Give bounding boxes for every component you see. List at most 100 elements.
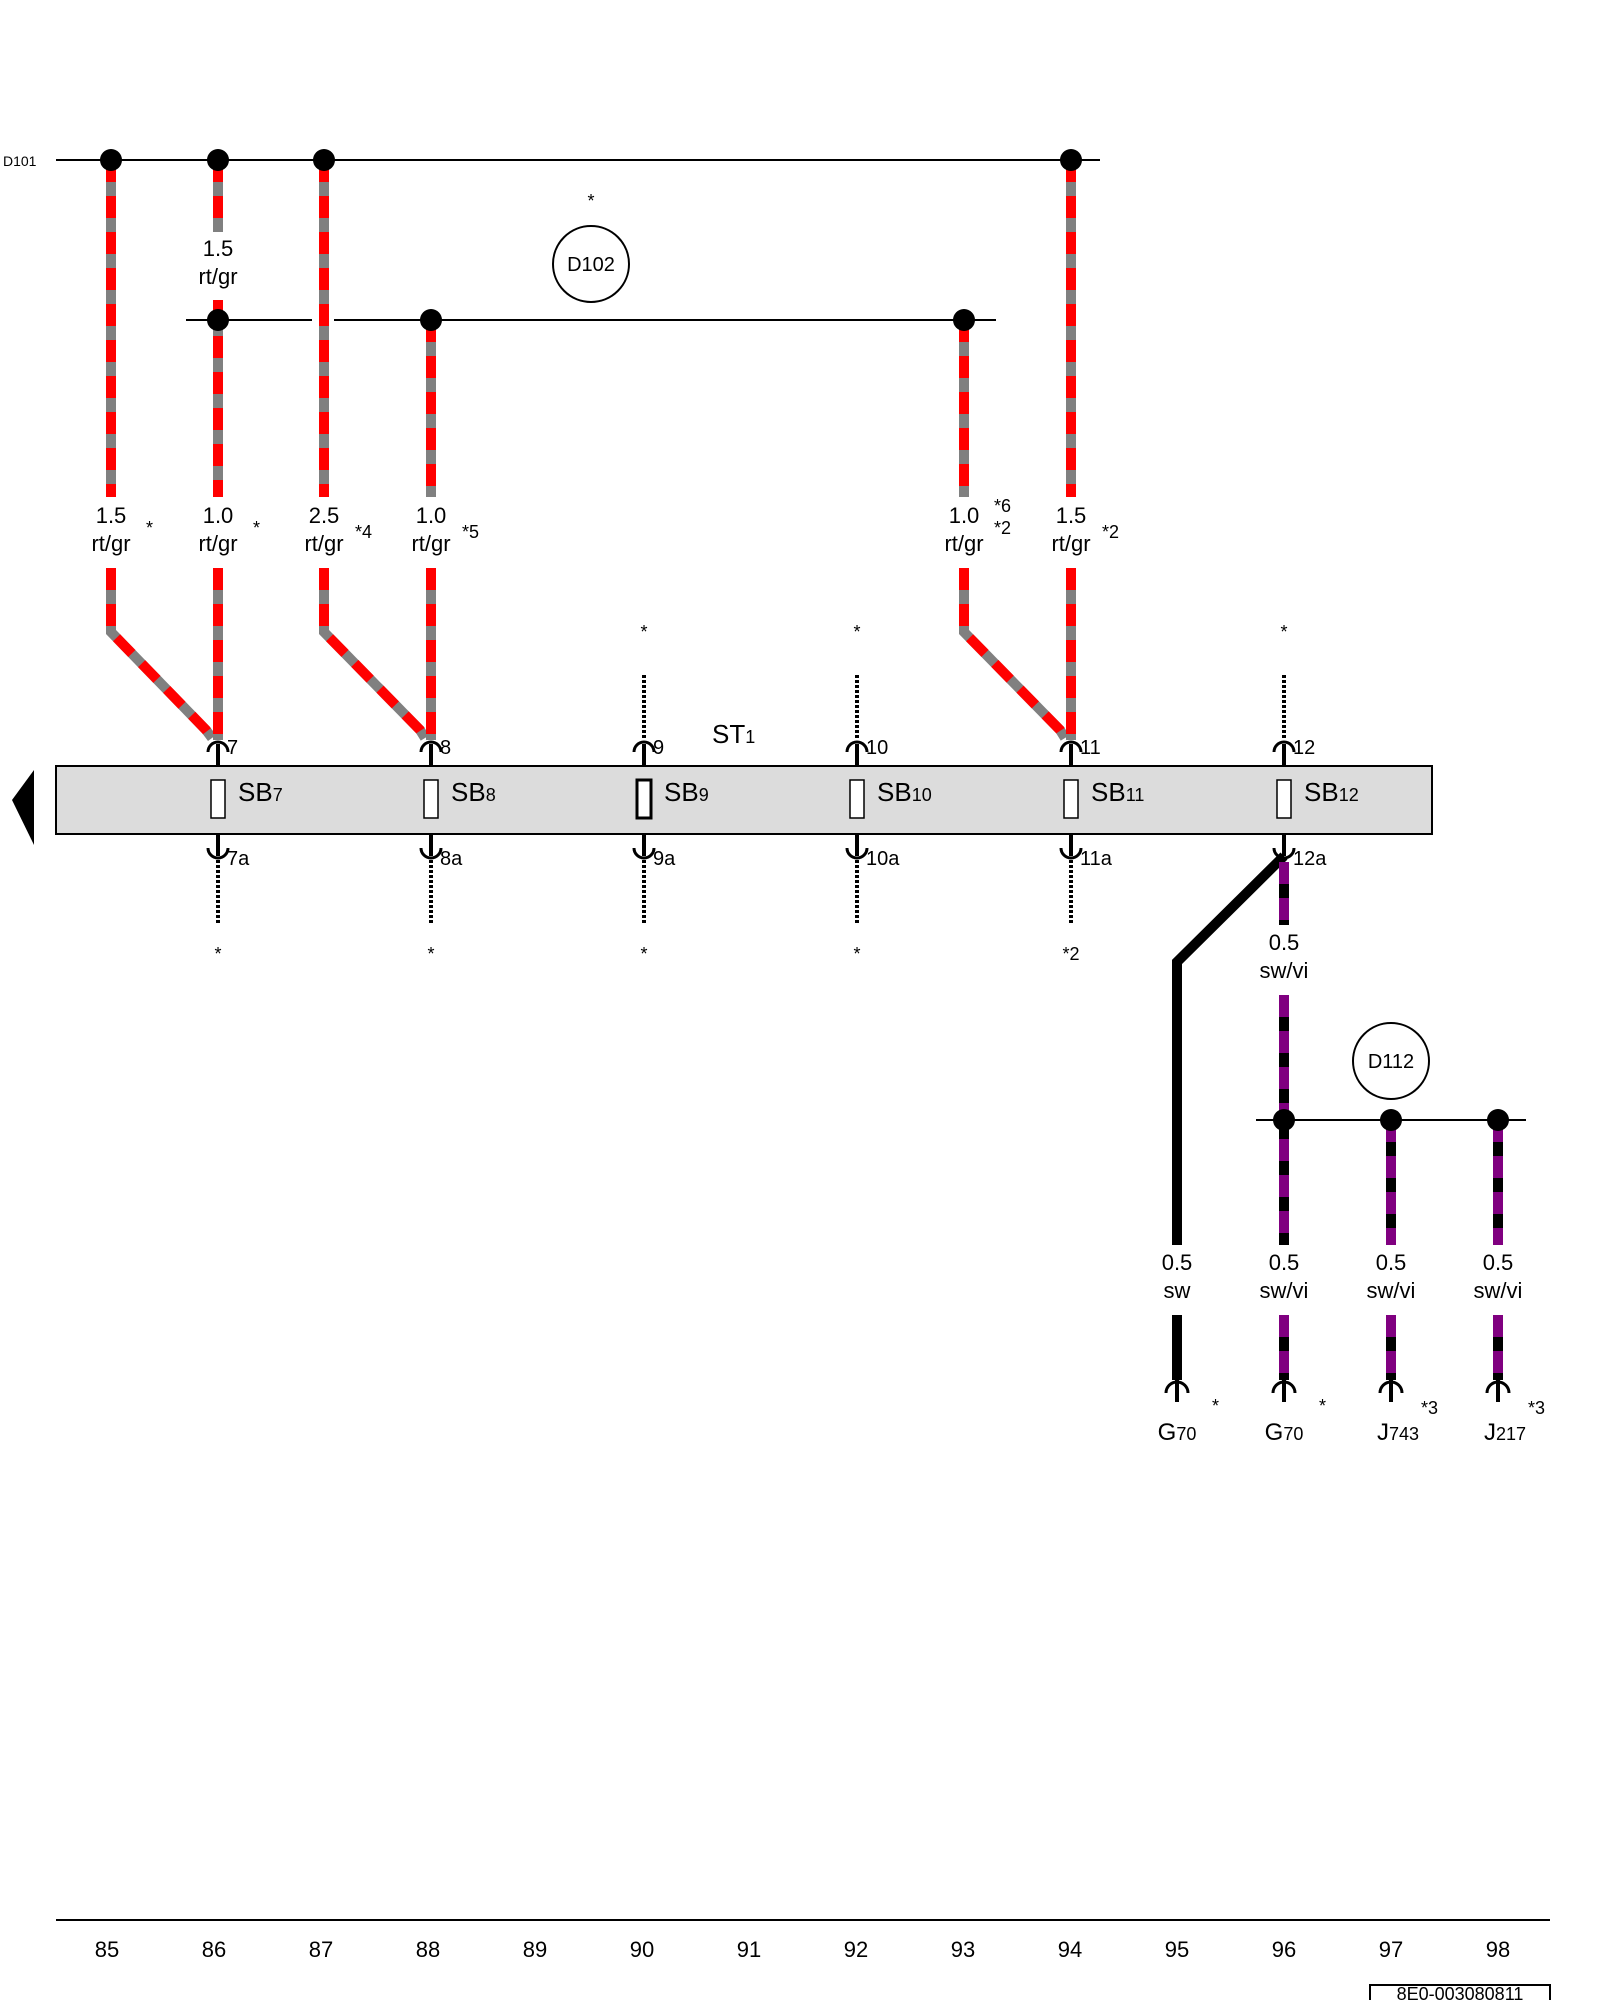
wire-layer: [100, 149, 1511, 1402]
wire-3-lower-stripe: [319, 568, 430, 741]
doc-code: 8E0-003080811: [1397, 1984, 1524, 2000]
terminal-9a-icon: [632, 847, 656, 860]
fuse-symbol-icon: [635, 778, 653, 820]
wire-3-size: 2.5: [309, 503, 340, 528]
junction-dot-d101-4: [1060, 149, 1082, 171]
wire-5-lower-base: [959, 568, 1070, 741]
fuse-label: SB11: [1091, 777, 1144, 807]
wire-1-lower-base: [106, 568, 216, 741]
junction-dot-d101-3: [313, 149, 335, 171]
wire-1-note: *: [146, 518, 153, 538]
terminal-11-icon: [1059, 740, 1083, 753]
terminal-7a-icon: [206, 847, 230, 860]
fuse-label: SB7: [238, 777, 283, 807]
fuse-symbol-icon: [1276, 779, 1292, 819]
wire-5-note2: *2: [994, 518, 1011, 538]
component-g70-a: G70: [1158, 1419, 1197, 1446]
fuse-symbol-icon: [1063, 779, 1079, 819]
terminal-12a-label: 12a: [1293, 848, 1327, 870]
wire-3-note: *4: [355, 522, 372, 542]
fuse-label: SB12: [1304, 777, 1359, 807]
wire-1-lower-stripe: [106, 568, 216, 741]
d112-connector-circle: [1352, 1022, 1430, 1100]
terminal-9-icon: [632, 740, 656, 753]
wire-4-size: 1.0: [416, 503, 447, 528]
column-number: 95: [1165, 1937, 1189, 1962]
wire-1-size: 1.5: [96, 503, 127, 528]
j743-note: *3: [1421, 1398, 1438, 1418]
wire-6-size: 1.5: [1056, 503, 1087, 528]
terminal-7a-label: 7a: [227, 848, 250, 870]
top-wire-labels: 1.5 rt/gr * 1.0 rt/gr * 2.5 rt/gr *4 1.0…: [91, 236, 1119, 556]
d112-label: D112: [1368, 1051, 1414, 1073]
d102-label: D102: [567, 254, 615, 276]
wire-4-note: *5: [462, 522, 479, 542]
g70-b-note: *: [1319, 1396, 1326, 1416]
terminal-11-label: 11: [1080, 737, 1101, 759]
wire-2-note: *: [253, 518, 260, 538]
fuse-symbol-icon: [849, 779, 865, 819]
terminal-10-icon: [845, 740, 869, 753]
terminal-9a-note: *: [640, 944, 647, 964]
terminal-10a-icon: [845, 847, 869, 860]
terminal-10a-label: 10a: [866, 848, 900, 870]
terminal-12a-icon: [1272, 847, 1296, 860]
terminal-8-icon: [419, 740, 443, 753]
g70-b-wire-color: sw/vi: [1260, 1278, 1309, 1303]
bottom-components: 0.5 sw G70 * 0.5 sw/vi G70 * 0.5 sw/vi J…: [1158, 1250, 1545, 1446]
component-j217: J217: [1484, 1419, 1526, 1446]
sb12-wire-size: 0.5: [1269, 930, 1300, 955]
terminal-8a-label: 8a: [440, 848, 463, 870]
wire-1-color: rt/gr: [91, 531, 130, 556]
fuse-label: SB10: [877, 777, 932, 807]
d102-connector-circle: [552, 225, 630, 303]
terminal-9a-label: 9a: [653, 848, 676, 870]
column-number: 86: [202, 1937, 226, 1962]
junction-dot-d101-2: [207, 149, 229, 171]
sb12-wire-color: sw/vi: [1260, 958, 1309, 983]
wire-3-lower-base: [319, 568, 430, 741]
wire-5-color: rt/gr: [944, 531, 983, 556]
short-wire-size: 1.5: [203, 236, 234, 261]
terminal-8a-note: *: [427, 944, 434, 964]
g70-b-wire-size: 0.5: [1269, 1250, 1300, 1275]
terminal-10-label: 10: [866, 737, 888, 759]
junction-dot-d102-3: [953, 309, 975, 331]
fuse-group: 7SB77a*8SB88a*9SB99a**10SB1010a**11SB111…: [206, 622, 1359, 964]
component-g70-b: G70: [1265, 1419, 1304, 1446]
column-number: 89: [523, 1937, 547, 1962]
junction-dot-d102-1: [207, 309, 229, 331]
column-number: 87: [309, 1937, 333, 1962]
g70-a-note: *: [1212, 1396, 1219, 1416]
terminal-8-label: 8: [440, 737, 451, 759]
d102-note: *: [587, 191, 594, 211]
column-number: 85: [95, 1937, 119, 1962]
terminal-12-icon: [1272, 740, 1296, 753]
terminal-9-note: *: [640, 622, 647, 642]
fuse-label: SB9: [664, 777, 709, 807]
fuse-block-st1: [55, 765, 1433, 835]
g70-a-wire-size: 0.5: [1162, 1250, 1193, 1275]
terminal-11a-icon: [1059, 847, 1083, 860]
column-number: 90: [630, 1937, 654, 1962]
column-number: 96: [1272, 1937, 1296, 1962]
j743-wire-size: 0.5: [1376, 1250, 1407, 1275]
terminal-11a-note: *2: [1062, 944, 1079, 964]
fuse-symbol-icon: [210, 779, 226, 819]
wire-5-note: *6: [994, 496, 1011, 516]
j217-note: *3: [1528, 1398, 1545, 1418]
wire-2-color: rt/gr: [198, 531, 237, 556]
column-number: 92: [844, 1937, 868, 1962]
wire-2-size: 1.0: [203, 503, 234, 528]
bus-label-d101: D101: [3, 153, 37, 169]
wire-5-size: 1.0: [949, 503, 980, 528]
continuation-arrow-icon: [12, 770, 34, 845]
wire-g70-a-upper: [1172, 852, 1288, 1245]
terminal-11a-label: 11a: [1080, 848, 1113, 870]
terminal-10a-note: *: [853, 944, 860, 964]
column-number: 94: [1058, 1937, 1082, 1962]
